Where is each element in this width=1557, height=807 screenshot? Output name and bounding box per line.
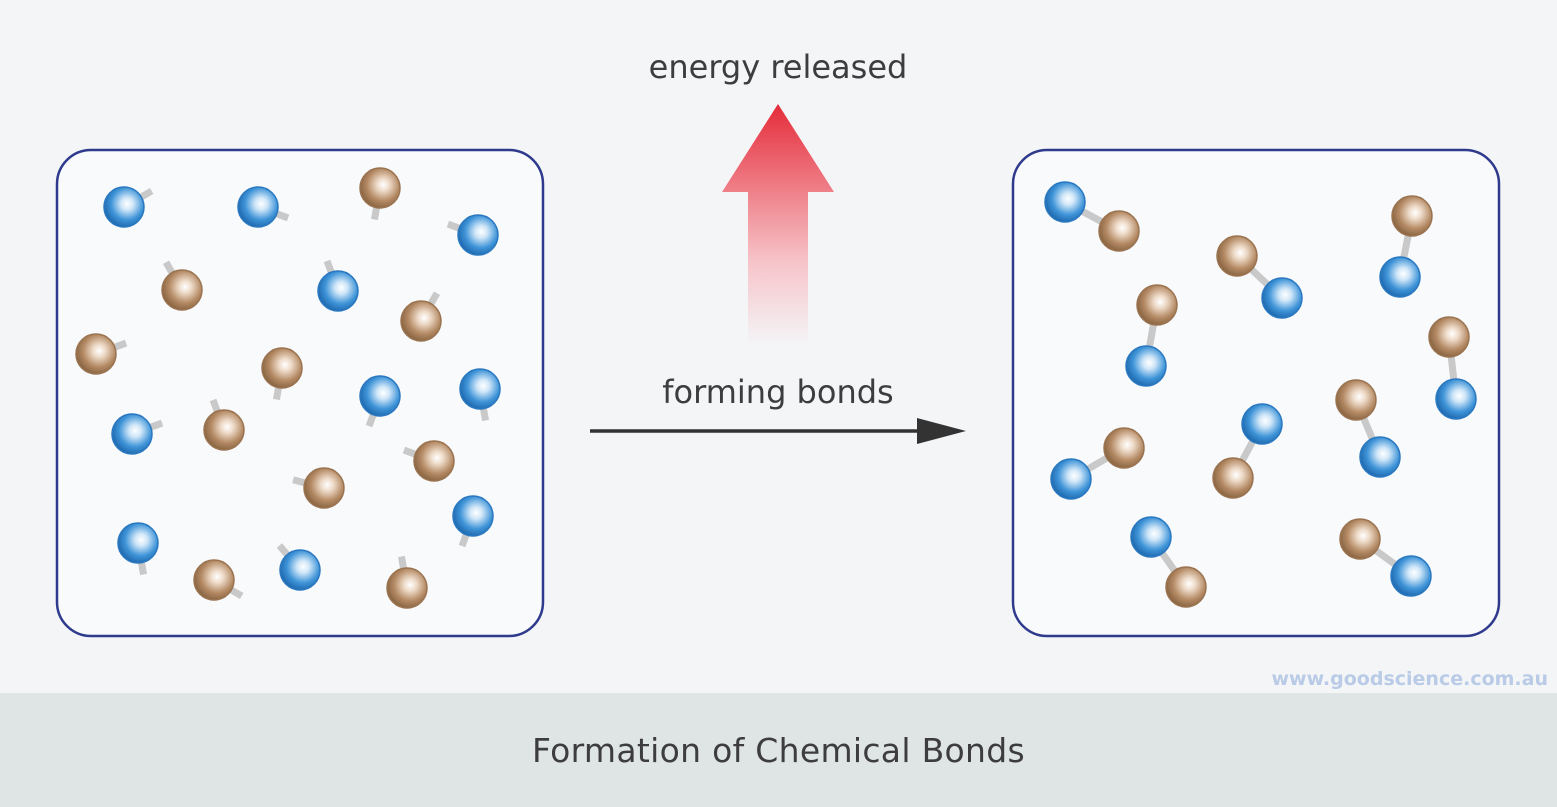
- caption-bar: Formation of Chemical Bonds: [0, 693, 1557, 807]
- blue-atom: [1435, 378, 1477, 420]
- brown-atom: [203, 409, 245, 451]
- process-arrow: [590, 418, 966, 444]
- blue-atom: [1125, 345, 1167, 387]
- brown-atom: [413, 440, 455, 482]
- blue-atom: [1044, 181, 1086, 223]
- figure-caption: Formation of Chemical Bonds: [532, 730, 1025, 770]
- product-molecules: [1044, 181, 1477, 608]
- molecule: [1044, 181, 1140, 252]
- blue-atom: [1050, 458, 1092, 500]
- brown-atom: [1391, 195, 1433, 237]
- brown-atom: [261, 347, 303, 389]
- blue-atom: [359, 375, 401, 417]
- blue-atom: [1379, 256, 1421, 298]
- blue-atom: [1390, 555, 1432, 597]
- brown-atom: [193, 559, 235, 601]
- molecule: [1339, 518, 1432, 597]
- molecule: [1050, 427, 1145, 500]
- brown-atom: [1103, 427, 1145, 469]
- brown-atom: [386, 567, 428, 609]
- brown-atom: [1098, 210, 1140, 252]
- blue-atom: [237, 186, 279, 228]
- blue-atom: [1130, 516, 1172, 558]
- molecule: [1335, 379, 1401, 478]
- energy-released-arrow: [722, 104, 834, 345]
- blue-atom: [1359, 436, 1401, 478]
- brown-atom: [303, 467, 345, 509]
- molecule: [1216, 235, 1303, 319]
- blue-atom: [317, 270, 359, 312]
- diagram-canvas: energy released forming bonds www.goodsc…: [55, 48, 1548, 690]
- brown-atom: [1335, 379, 1377, 421]
- brown-atom: [75, 333, 117, 375]
- brown-atom: [359, 167, 401, 209]
- brown-atom: [1212, 457, 1254, 499]
- blue-atom: [459, 368, 501, 410]
- brown-atom: [400, 300, 442, 342]
- brown-atom: [1216, 235, 1258, 277]
- molecule: [1130, 516, 1207, 608]
- blue-atom: [457, 214, 499, 256]
- molecule: [1379, 195, 1433, 298]
- brown-atom: [1165, 566, 1207, 608]
- watermark: www.goodscience.com.au: [1271, 668, 1548, 690]
- brown-atom: [1428, 316, 1470, 358]
- blue-atom: [1261, 277, 1303, 319]
- molecule: [1428, 316, 1477, 420]
- brown-atom: [1339, 518, 1381, 560]
- blue-atom: [103, 186, 145, 228]
- process-label: forming bonds: [662, 373, 893, 411]
- blue-atom: [279, 549, 321, 591]
- blue-atom: [117, 522, 159, 564]
- molecule: [1212, 403, 1283, 499]
- blue-atom: [111, 413, 153, 455]
- reactant-atoms: [75, 167, 501, 609]
- products-box: [1011, 148, 1501, 638]
- brown-atom: [161, 269, 203, 311]
- energy-label: energy released: [649, 48, 908, 86]
- molecule: [1125, 284, 1178, 387]
- brown-atom: [1136, 284, 1178, 326]
- blue-atom: [452, 495, 494, 537]
- blue-atom: [1241, 403, 1283, 445]
